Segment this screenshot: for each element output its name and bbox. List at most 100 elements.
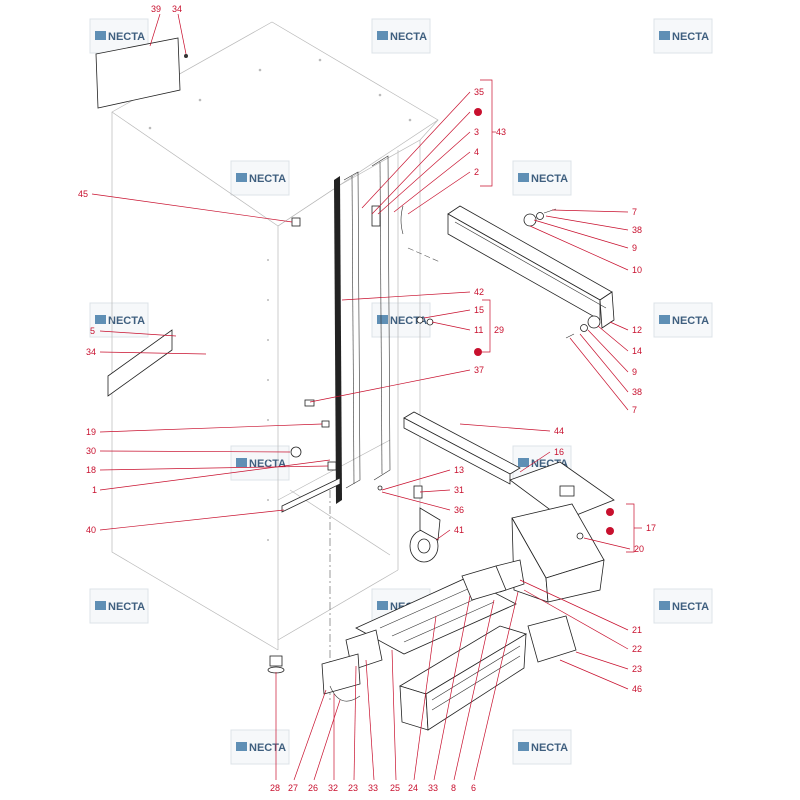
bracket-33	[461, 565, 507, 601]
callout-20: 20	[634, 544, 644, 554]
callout-33: 33	[368, 783, 378, 793]
callout-32: 32	[328, 783, 338, 793]
callout-41: 41	[454, 525, 464, 535]
callout-43: 43	[496, 127, 506, 137]
watermark-logo: NECTA	[371, 18, 431, 54]
callout-21: 21	[632, 625, 642, 635]
callout-13: 13	[454, 465, 464, 475]
watermark-text: NECTA	[249, 742, 286, 754]
watermark-logo: NECTA	[653, 302, 713, 338]
callout-5: 5	[90, 326, 95, 336]
callout-40: 40	[86, 525, 96, 535]
watermark-logo: NECTA	[512, 160, 572, 196]
callout-1: 1	[92, 485, 97, 495]
door-gasket-channel	[334, 171, 361, 504]
pin-37	[304, 399, 315, 407]
callout-30: 30	[86, 446, 96, 456]
callout-19: 19	[86, 427, 96, 437]
callout-14: 14	[632, 346, 642, 356]
leader-lines	[91, 13, 642, 781]
callout-26: 26	[308, 783, 318, 793]
watermark-logo: NECTA	[89, 588, 149, 624]
box-23	[527, 615, 577, 663]
watermark-text: NECTA	[108, 601, 145, 613]
callout-6: 6	[471, 783, 476, 793]
callout-25: 25	[390, 783, 400, 793]
watermark-logo: NECTA	[230, 729, 290, 765]
callout-35: 35	[474, 87, 484, 97]
red-dot-marker	[474, 108, 482, 116]
part-19	[321, 420, 330, 428]
callout-42: 42	[474, 287, 484, 297]
watermark-text: NECTA	[108, 315, 145, 327]
cable-2	[400, 205, 404, 235]
watermark-logo: NECTA	[653, 588, 713, 624]
callout-44: 44	[554, 426, 564, 436]
rivet-row	[267, 259, 269, 541]
callout-38: 38	[632, 387, 642, 397]
callout-22: 22	[632, 644, 642, 654]
callout-28: 28	[270, 783, 280, 793]
watermark-logo: NECTA	[512, 729, 572, 765]
callout-34: 34	[86, 347, 96, 357]
callout-45: 45	[78, 189, 88, 199]
red-dot-marker	[606, 527, 614, 535]
watermark-text: NECTA	[531, 173, 568, 185]
part-18	[327, 461, 337, 471]
callout-15: 15	[474, 305, 484, 315]
callout-12: 12	[632, 325, 642, 335]
watermark-logo: NECTA	[230, 160, 290, 196]
callout-23: 23	[348, 783, 358, 793]
roller	[587, 315, 601, 329]
callout-24: 24	[408, 783, 418, 793]
callout-2: 2	[474, 167, 479, 177]
callout-8: 8	[451, 783, 456, 793]
watermark-text: NECTA	[531, 742, 568, 754]
fitting-15	[416, 316, 424, 324]
watermark-text: NECTA	[249, 173, 286, 185]
callout-17: 17	[646, 523, 656, 533]
watermark-logo: NECTA	[89, 18, 149, 54]
callout-11: 11	[474, 325, 483, 335]
callout-labels: 39 34 45 5 34 19 30 18 1 40 35 3 4 2 43 …	[78, 4, 656, 793]
callout-33: 33	[428, 783, 438, 793]
horizontal-rail	[447, 205, 615, 329]
watermark-logo: NECTA	[653, 18, 713, 54]
callout-23: 23	[632, 664, 642, 674]
cable-26	[329, 685, 361, 702]
callout-9: 9	[632, 367, 637, 377]
drip-tray-17	[511, 503, 605, 603]
callout-7: 7	[632, 405, 637, 415]
part-30	[290, 446, 302, 458]
callout-27: 27	[288, 783, 298, 793]
callout-9: 9	[632, 243, 637, 253]
callout-29: 29	[494, 325, 504, 335]
callout-38: 38	[632, 225, 642, 235]
callout-36: 36	[454, 505, 464, 515]
callout-10: 10	[632, 265, 642, 275]
callout-37: 37	[474, 365, 484, 375]
callout-7: 7	[632, 207, 637, 217]
bottom-rail-40	[281, 477, 341, 513]
red-dot-marker	[474, 348, 482, 356]
watermark-logo: NECTA	[230, 445, 290, 481]
watermark-text: NECTA	[672, 315, 709, 327]
foot-28	[267, 655, 285, 674]
side-panel-5	[107, 329, 173, 397]
callout-16: 16	[554, 447, 564, 457]
callout-31: 31	[454, 485, 464, 495]
callout-4: 4	[474, 147, 479, 157]
callout-18: 18	[86, 465, 96, 475]
red-dot-marker	[606, 508, 614, 516]
callout-3: 3	[474, 127, 479, 137]
watermark-text: NECTA	[672, 601, 709, 613]
fan-housing-41	[409, 507, 441, 563]
callout-46: 46	[632, 684, 642, 694]
lower-rail-44	[403, 411, 521, 485]
callout-34: 34	[172, 4, 182, 14]
callout-39: 39	[151, 4, 161, 14]
watermark-text: NECTA	[672, 31, 709, 43]
plate-27	[321, 653, 361, 695]
